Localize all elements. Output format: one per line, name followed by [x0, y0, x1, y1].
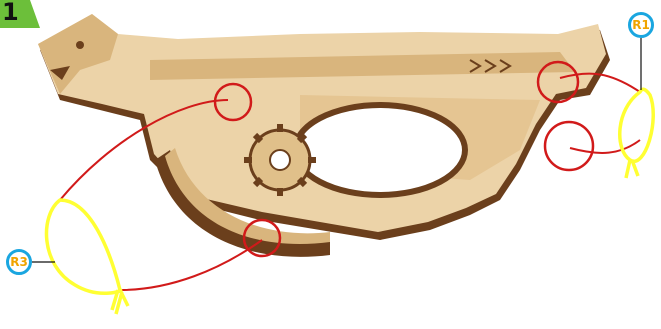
crossbow-model-icon [38, 14, 610, 257]
callout-r3: R3 [6, 249, 32, 275]
guide-line-r1-bottom [570, 140, 640, 153]
callout-r1: R1 [628, 12, 654, 38]
step-badge: 1 [0, 0, 40, 28]
highlight-circle-icon [545, 122, 593, 170]
step-number: 1 [2, 0, 19, 26]
